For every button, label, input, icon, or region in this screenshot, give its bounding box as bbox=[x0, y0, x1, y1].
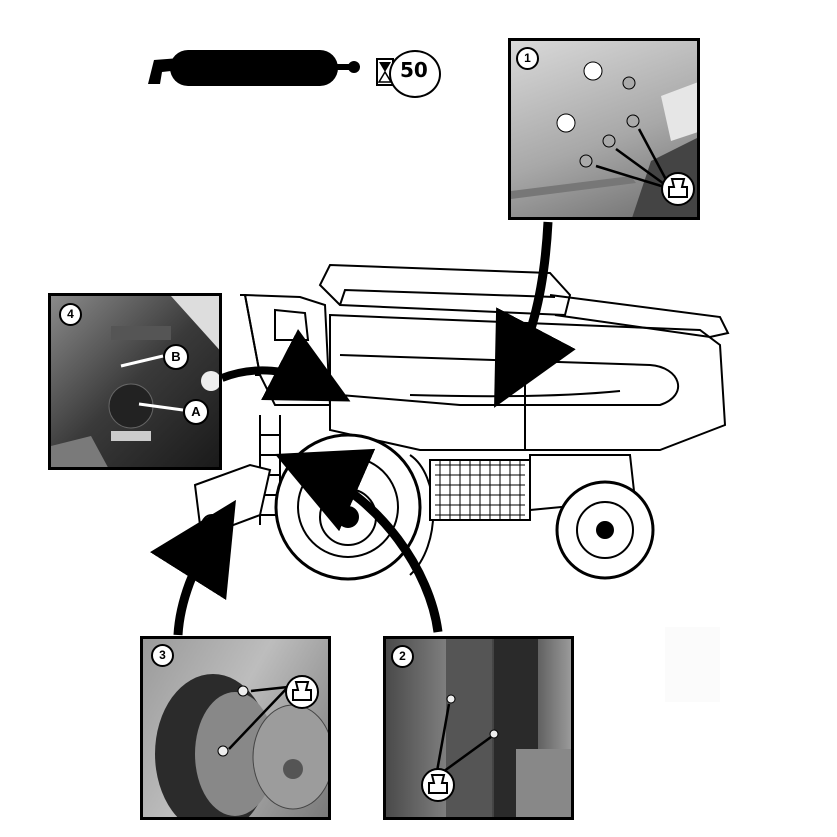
view-number-badge: 3 bbox=[151, 644, 174, 667]
inset-photo-3: 3 bbox=[140, 636, 331, 820]
inset-1-detail bbox=[511, 61, 697, 217]
inset-photo-2: 2 bbox=[383, 636, 574, 820]
view-number-badge: 2 bbox=[391, 645, 414, 668]
callout-a: A bbox=[183, 399, 209, 425]
view-number-badge: 1 bbox=[516, 47, 539, 70]
grease-fitting-icon bbox=[661, 172, 695, 206]
callout-leaders bbox=[120, 354, 184, 412]
inset-4-detail bbox=[51, 296, 219, 467]
inset-3-detail bbox=[155, 674, 328, 817]
grease-gun-icon bbox=[148, 50, 360, 86]
callout-b: B bbox=[163, 344, 189, 370]
inset-photo-1: 1 bbox=[508, 38, 700, 220]
inset-photo-4: 4 B A bbox=[48, 293, 222, 470]
grease-fitting-icon bbox=[285, 675, 319, 709]
view-number-badge: 4 bbox=[59, 303, 82, 326]
interval-ring bbox=[389, 50, 441, 98]
interval-hours: 50 bbox=[400, 58, 428, 82]
grease-fitting-icon bbox=[421, 768, 455, 802]
inset-2-detail bbox=[434, 639, 571, 817]
blank-area bbox=[665, 627, 720, 702]
